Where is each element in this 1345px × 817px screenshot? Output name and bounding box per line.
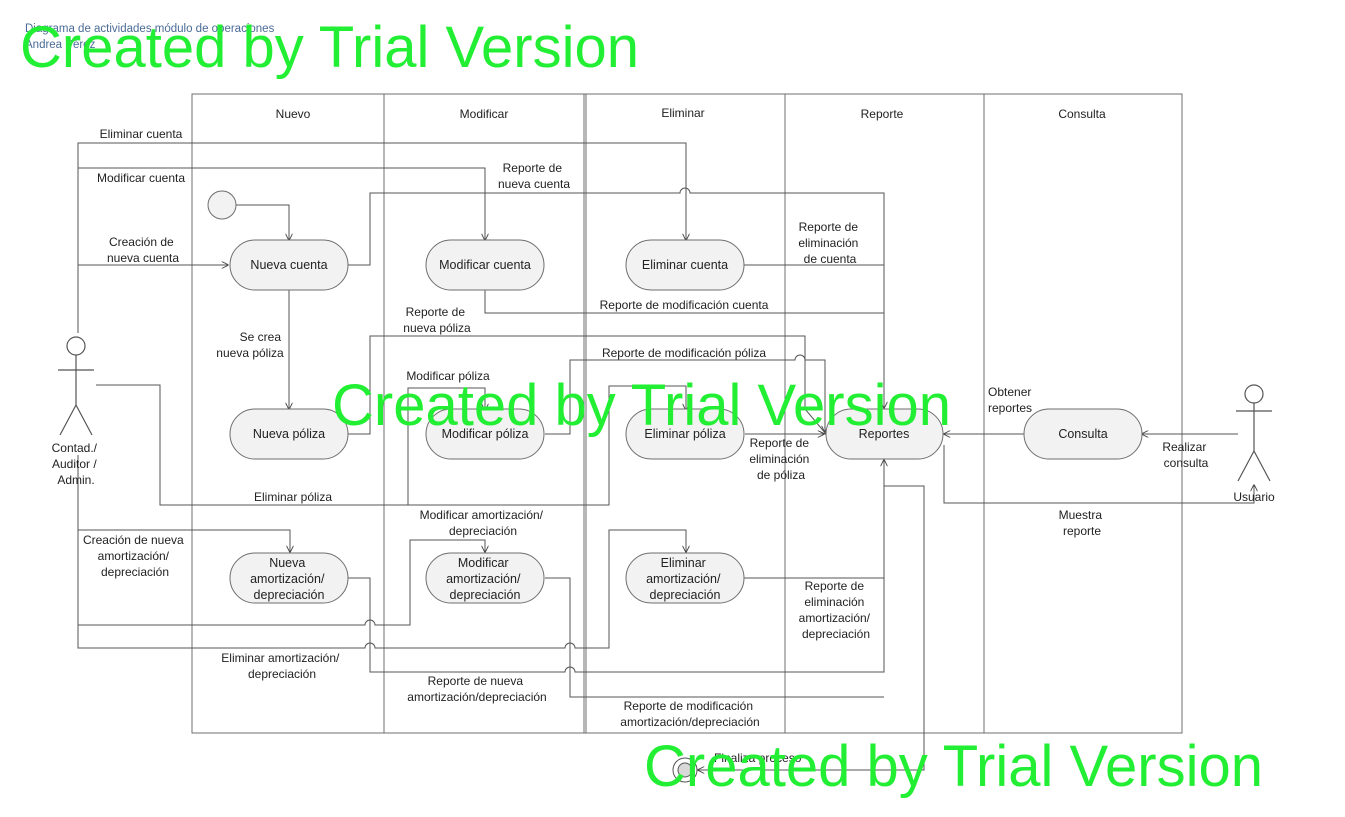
node-nueva-poliza: Nueva póliza <box>229 408 349 460</box>
label-muestra-reporte: Muestra reporte <box>1059 508 1106 538</box>
label-finaliza-proceso: Finaliza proceso <box>714 751 802 765</box>
node-nueva-amortizacion: Nueva amortización/ depreciación <box>229 552 349 604</box>
node-nueva-cuenta: Nueva cuenta <box>229 239 349 291</box>
label-creacion-amortizacion: Creación de nueva amortización/ deprecia… <box>83 533 187 579</box>
actor-usuario-label: Usuario <box>1233 490 1275 504</box>
label-reporte-nueva-amortizacion: Reporte de nueva amortización/depreciaci… <box>407 674 546 704</box>
watermark-middle: Created by Trial Version <box>332 373 951 438</box>
node-eliminar-poliza: Eliminar póliza <box>625 408 745 460</box>
watermark-bottom: Created by Trial Version <box>644 734 1263 799</box>
lane-header-nuevo: Nuevo <box>276 107 311 121</box>
node-eliminar-amortizacion-label: Eliminar amortización/ depreciación <box>646 556 724 602</box>
lane-header-modificar: Modificar <box>460 107 509 121</box>
watermark-top: Created by Trial Version <box>20 15 639 80</box>
node-modificar-amortizacion: Modificar amortización/ depreciación <box>425 552 545 604</box>
label-eliminar-poliza: Eliminar póliza <box>254 490 332 504</box>
node-consulta-label: Consulta <box>1058 427 1107 441</box>
actor-usuario-icon <box>1236 384 1272 482</box>
label-modificar-poliza: Modificar póliza <box>406 369 490 383</box>
lane-header-consulta: Consulta <box>1058 107 1106 121</box>
label-realizar-consulta: Realizar consulta <box>1162 440 1209 470</box>
label-eliminar-cuenta: Eliminar cuenta <box>100 127 183 141</box>
node-modificar-cuenta: Modificar cuenta <box>425 239 545 291</box>
label-modificar-cuenta: Modificar cuenta <box>97 171 185 185</box>
node-reportes: Reportes <box>825 408 944 460</box>
label-modificar-amortizacion: Modificar amortización/ depreciación <box>420 508 547 538</box>
end-node <box>672 757 698 783</box>
node-nueva-amortizacion-label: Nueva amortización/ depreciación <box>250 556 328 602</box>
label-reporte-modificacion-cuenta: Reporte de modificación cuenta <box>600 298 769 312</box>
actor-contador-label: Contad./ Auditor / Admin. <box>52 441 101 487</box>
flow-connectors <box>77 142 1254 770</box>
label-obtener-reportes: Obtener reportes <box>988 385 1035 415</box>
label-reporte-modificacion-amortizacion: Reporte de modificación amortización/dep… <box>620 699 759 729</box>
diagram-author: Andrea Pérez <box>25 39 96 51</box>
start-node <box>207 190 237 220</box>
actor-contador-icon <box>58 336 94 436</box>
node-modificar-amortizacion-label: Modificar amortización/ depreciación <box>446 556 524 602</box>
diagram-title: Diagrama de actividades módulo de operac… <box>25 23 275 35</box>
node-eliminar-poliza-label: Eliminar póliza <box>644 427 725 441</box>
label-creacion-cuenta: Creación de nueva cuenta <box>107 235 179 265</box>
node-eliminar-cuenta: Eliminar cuenta <box>625 239 745 291</box>
label-reporte-modificacion-poliza: Reporte de modificación póliza <box>602 346 766 360</box>
flow-labels: Eliminar cuenta Modificar cuenta Creació… <box>83 127 1209 765</box>
node-modificar-cuenta-label: Modificar cuenta <box>439 258 531 272</box>
lane-header-reporte: Reporte <box>861 107 904 121</box>
label-reporte-eliminacion-amortizacion: Reporte de eliminación amortización/ dep… <box>799 579 874 641</box>
node-consulta: Consulta <box>1023 408 1143 460</box>
node-reportes-label: Reportes <box>859 427 910 441</box>
node-eliminar-amortizacion: Eliminar amortización/ depreciación <box>625 552 745 604</box>
node-modificar-poliza: Modificar póliza <box>425 408 545 460</box>
node-modificar-poliza-label: Modificar póliza <box>442 427 529 441</box>
label-reporte-nueva-cuenta: Reporte de nueva cuenta <box>498 161 570 191</box>
lane-header-eliminar: Eliminar <box>661 106 704 120</box>
swimlanes: Nuevo Modificar Eliminar Reporte Consult… <box>191 93 1183 734</box>
label-reporte-nueva-poliza: Reporte de nueva póliza <box>403 305 471 335</box>
watermark-overlay: Created by Trial Version Created by Tria… <box>20 15 1263 799</box>
label-reporte-eliminacion-poliza: Reporte de eliminación de póliza <box>749 436 812 482</box>
label-eliminar-amortizacion: Eliminar amortización/ depreciación <box>221 651 342 681</box>
label-se-crea-poliza: Se crea nueva póliza <box>216 330 284 360</box>
node-nueva-cuenta-label: Nueva cuenta <box>250 258 327 272</box>
label-reporte-eliminacion-cuenta: Reporte de eliminación de cuenta <box>798 220 861 266</box>
node-nueva-poliza-label: Nueva póliza <box>253 427 325 441</box>
node-eliminar-cuenta-label: Eliminar cuenta <box>642 258 728 272</box>
